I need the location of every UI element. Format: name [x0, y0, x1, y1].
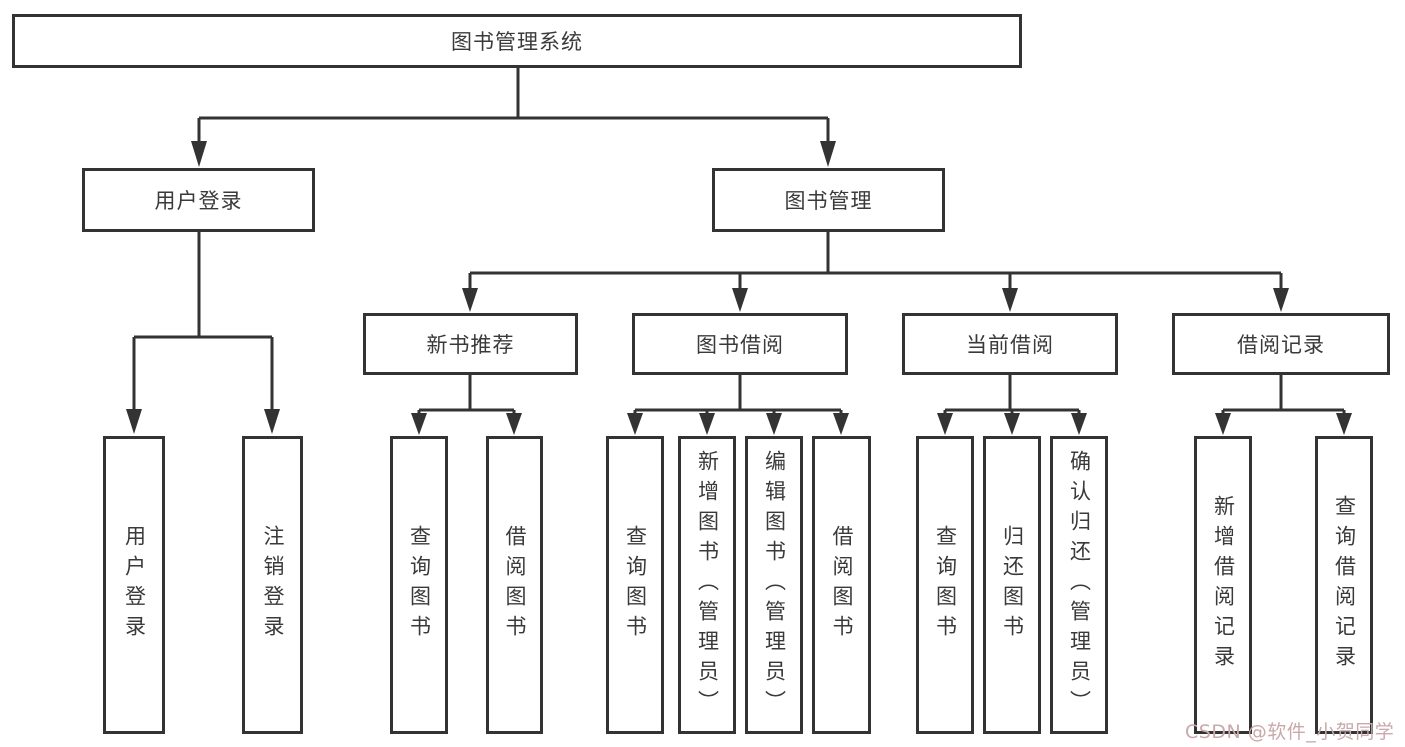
leaf-bb-add-books-admin: 新增图书（管理员）: [678, 436, 736, 734]
arrow-down-icon: [1273, 288, 1289, 312]
arrow-down-icon: [462, 288, 478, 312]
leaf-nb-query-books-label: 查询图书: [407, 525, 432, 645]
arrow-down-icon: [411, 413, 427, 435]
leaf-cb-confirm-return-admin-label: 确认归还（管理员）: [1067, 450, 1092, 720]
node-book-borrow-label: 图书借阅: [696, 333, 784, 357]
leaf-bb-edit-books-admin: 编辑图书（管理员）: [745, 436, 803, 734]
leaf-user-login: 用户登录: [103, 436, 165, 734]
node-book-borrow: 图书借阅: [632, 313, 848, 375]
arrow-down-icon: [126, 409, 142, 434]
arrow-down-icon: [766, 413, 782, 435]
leaf-nb-borrow-books-label: 借阅图书: [503, 525, 527, 645]
leaf-bb-edit-books-admin-label: 编辑图书（管理员）: [762, 450, 787, 720]
node-borrow-record-label: 借阅记录: [1237, 333, 1325, 357]
arrow-down-icon: [937, 413, 953, 435]
connector-path: [132, 68, 1346, 415]
node-book-management-label: 图书管理: [784, 189, 873, 213]
arrow-down-icon: [820, 141, 836, 167]
leaf-br-query-record: 查询借阅记录: [1315, 436, 1373, 734]
arrowheads-group: [126, 141, 1352, 435]
arrow-down-icon: [627, 413, 643, 435]
node-new-book-recommend-label: 新书推荐: [426, 333, 515, 357]
arrow-down-icon: [191, 141, 207, 167]
node-current-borrow-label: 当前借阅: [966, 333, 1054, 357]
leaf-nb-query-books: 查询图书: [390, 436, 448, 734]
arrow-down-icon: [1215, 413, 1231, 435]
leaf-bb-query-books: 查询图书: [606, 436, 664, 734]
leaf-bb-query-books-label: 查询图书: [623, 525, 648, 645]
leaf-br-query-record-label: 查询借阅记录: [1332, 495, 1357, 675]
leaf-bb-borrow-books: 借阅图书: [812, 436, 871, 734]
leaf-br-add-record-label: 新增借阅记录: [1211, 495, 1236, 675]
leaf-logout-label: 注销登录: [261, 525, 285, 645]
csdn-watermark: CSDN @软件_小贺同学: [1185, 721, 1395, 743]
leaf-nb-borrow-books: 借阅图书: [486, 436, 543, 734]
leaf-cb-confirm-return-admin: 确认归还（管理员）: [1050, 436, 1108, 734]
node-new-book-recommend: 新书推荐: [363, 313, 578, 375]
node-borrow-record: 借阅记录: [1172, 313, 1390, 375]
leaf-cb-query-books: 查询图书: [916, 436, 974, 734]
arrow-down-icon: [833, 413, 849, 435]
node-user-login-label: 用户登录: [154, 189, 243, 213]
leaf-logout: 注销登录: [242, 436, 303, 734]
leaf-bb-add-books-admin-label: 新增图书（管理员）: [695, 450, 720, 720]
leaf-br-add-record: 新增借阅记录: [1194, 436, 1252, 734]
arrow-down-icon: [1002, 288, 1018, 312]
arrow-down-icon: [506, 413, 522, 435]
leaf-user-login-label: 用户登录: [122, 525, 147, 645]
arrow-down-icon: [264, 409, 280, 434]
arrow-down-icon: [699, 413, 715, 435]
arrow-down-icon: [1004, 413, 1020, 435]
node-root: 图书管理系统: [12, 14, 1022, 68]
leaf-bb-borrow-books-label: 借阅图书: [830, 525, 854, 645]
node-user-login: 用户登录: [82, 168, 315, 232]
leaf-cb-return-books: 归还图书: [983, 436, 1041, 734]
leaf-cb-query-books-label: 查询图书: [933, 525, 958, 645]
arrow-down-icon: [1336, 413, 1352, 435]
leaf-cb-return-books-label: 归还图书: [1000, 525, 1025, 645]
arrow-down-icon: [1071, 413, 1087, 435]
arrow-down-icon: [732, 288, 748, 312]
node-current-borrow: 当前借阅: [902, 313, 1118, 375]
node-book-management: 图书管理: [712, 168, 945, 232]
node-root-label: 图书管理系统: [451, 30, 583, 54]
